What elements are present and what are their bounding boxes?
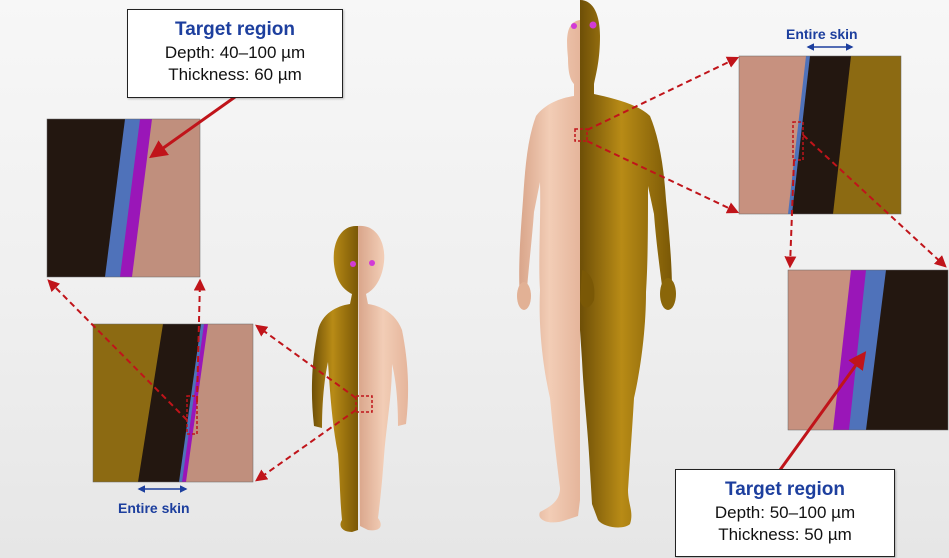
adult-left-eye [571, 23, 577, 29]
child-left-eye [350, 261, 356, 267]
zoom-panel-child-skin [93, 324, 253, 489]
zoom-panel-child-target [47, 119, 200, 277]
adult-to-panel-top-arrow [587, 58, 737, 130]
callout-depth: Depth: 40–100 µm [128, 42, 342, 64]
adult-left-half-skin [517, 20, 580, 522]
adult-target-region-callout: Target region Depth: 50–100 µm Thickness… [675, 469, 895, 557]
adult-phantom [517, 0, 676, 527]
adult-entire-skin-label: Entire skin [786, 26, 858, 42]
child-left-half-bronze [312, 226, 358, 532]
callout-thickness: Thickness: 60 µm [128, 64, 342, 86]
callout-depth: Depth: 50–100 µm [676, 502, 894, 524]
zoom-panel-adult-target [788, 270, 948, 430]
callout-thickness: Thickness: 50 µm [676, 524, 894, 546]
adult-right-eye [590, 22, 597, 29]
child-phantom [312, 226, 408, 532]
zoom-panel-adult-skin [739, 47, 901, 214]
adult-right-half-skin [580, 0, 676, 527]
callout-title: Target region [128, 18, 342, 42]
child-target-region-callout: Target region Depth: 40–100 µm Thickness… [127, 9, 343, 98]
child-entire-skin-label: Entire skin [118, 500, 190, 516]
callout-title: Target region [676, 478, 894, 502]
child-right-half-pink [358, 226, 408, 531]
child-right-eye [369, 260, 375, 266]
